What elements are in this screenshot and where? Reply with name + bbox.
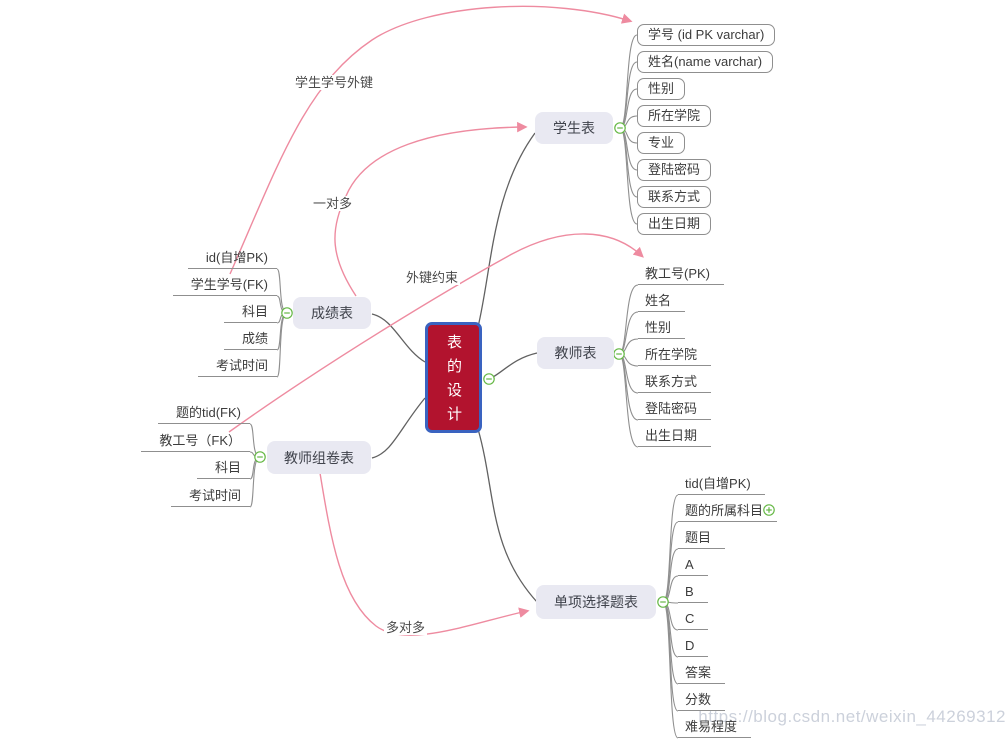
child-connector (662, 601, 679, 739)
branch-line-score (371, 313, 426, 363)
paper-table-field[interactable]: 题的tid(FK) (157, 405, 250, 424)
teacher-table-field[interactable]: 性别 (638, 320, 686, 339)
child-connector (618, 353, 639, 421)
expand-icon-question-subject[interactable] (763, 504, 775, 516)
teacher-table-field[interactable]: 出生日期 (638, 428, 712, 447)
score-table-field[interactable]: 科目 (223, 304, 277, 323)
relation-line-fk-constraint (228, 233, 644, 433)
student-table-field[interactable]: 学号 (id PK varchar) (637, 24, 776, 46)
student-table-field[interactable]: 联系方式 (637, 186, 712, 208)
relation-label-one-to-many[interactable]: 一对多 (311, 196, 355, 211)
single-choice-table-field[interactable]: 难易程度 (678, 719, 752, 738)
topic-teacher-table[interactable]: 教师表 (537, 337, 614, 369)
single-choice-table-field[interactable]: B (678, 584, 708, 603)
topic-single-choice-question-table[interactable]: 单项选择题表 (536, 585, 656, 619)
child-connector (276, 268, 288, 314)
branch-line-teacher (492, 352, 538, 378)
collapse-icon-student[interactable] (614, 122, 626, 134)
topic-student-table[interactable]: 学生表 (535, 112, 613, 144)
branch-line-paper (371, 397, 426, 459)
relation-label-student-id-fk[interactable]: 学生学号外键 (293, 75, 376, 90)
branch-line-choice (477, 428, 538, 603)
relation-label-fk-constraint[interactable]: 外键约束 (404, 270, 461, 285)
score-table-field[interactable]: id(自增PK) (187, 250, 277, 269)
student-table-field[interactable]: 姓名(name varchar) (637, 51, 774, 73)
collapse-icon-score[interactable] (281, 307, 293, 319)
teacher-table-field[interactable]: 登陆密码 (638, 401, 712, 420)
single-choice-table-field[interactable]: D (678, 638, 709, 657)
central-topic[interactable]: 表的设计 (425, 322, 482, 433)
score-table-field[interactable]: 成绩 (223, 331, 277, 350)
single-choice-table-field[interactable]: C (678, 611, 709, 630)
child-connector (619, 127, 638, 171)
relation-line-one-to-many (334, 121, 528, 297)
student-table-field[interactable]: 性别 (637, 78, 686, 100)
collapse-icon-choice[interactable] (657, 596, 669, 608)
child-connector (619, 88, 638, 129)
single-choice-table-field[interactable]: A (678, 557, 708, 576)
collapse-icon-teacher[interactable] (613, 348, 625, 360)
student-table-field[interactable]: 登陆密码 (637, 159, 712, 181)
student-table-field[interactable]: 所在学院 (637, 105, 712, 127)
single-choice-table-field[interactable]: 答案 (678, 665, 726, 684)
single-choice-table-field[interactable]: 题的所属科目 (678, 503, 778, 522)
topic-teacher-paper-table[interactable]: 教师组卷表 (267, 441, 371, 474)
paper-table-field[interactable]: 科目 (196, 460, 250, 479)
single-choice-table-field[interactable]: 题目 (678, 530, 726, 549)
watermark: https://blog.csdn.net/weixin_44269312 (698, 707, 1006, 726)
relation-line-many-to-many (319, 472, 530, 636)
student-table-field[interactable]: 专业 (637, 132, 686, 154)
child-connector (618, 311, 639, 355)
child-connector (249, 456, 261, 508)
relation-label-many-to-many[interactable]: 多对多 (384, 620, 428, 635)
topic-score-table[interactable]: 成绩表 (293, 297, 371, 329)
student-table-field[interactable]: 出生日期 (637, 213, 712, 235)
teacher-table-field[interactable]: 联系方式 (638, 374, 712, 393)
paper-table-field[interactable]: 考试时间 (170, 488, 250, 507)
collapse-icon-center[interactable] (483, 373, 495, 385)
score-table-field[interactable]: 考试时间 (197, 358, 277, 377)
collapse-icon-paper[interactable] (254, 451, 266, 463)
teacher-table-field[interactable]: 所在学院 (638, 347, 712, 366)
teacher-table-field[interactable]: 姓名 (638, 293, 686, 312)
single-choice-table-field[interactable]: tid(自增PK) (678, 476, 765, 495)
score-table-field[interactable]: 学生学号(FK) (172, 277, 277, 296)
teacher-table-field[interactable]: 教工号(PK) (638, 266, 725, 285)
relation-line-student-id-fk (229, 5, 633, 275)
single-choice-table-field[interactable]: 分数 (678, 692, 726, 711)
branch-line-student (477, 132, 536, 328)
paper-table-field[interactable]: 教工号（FK） (141, 433, 250, 452)
